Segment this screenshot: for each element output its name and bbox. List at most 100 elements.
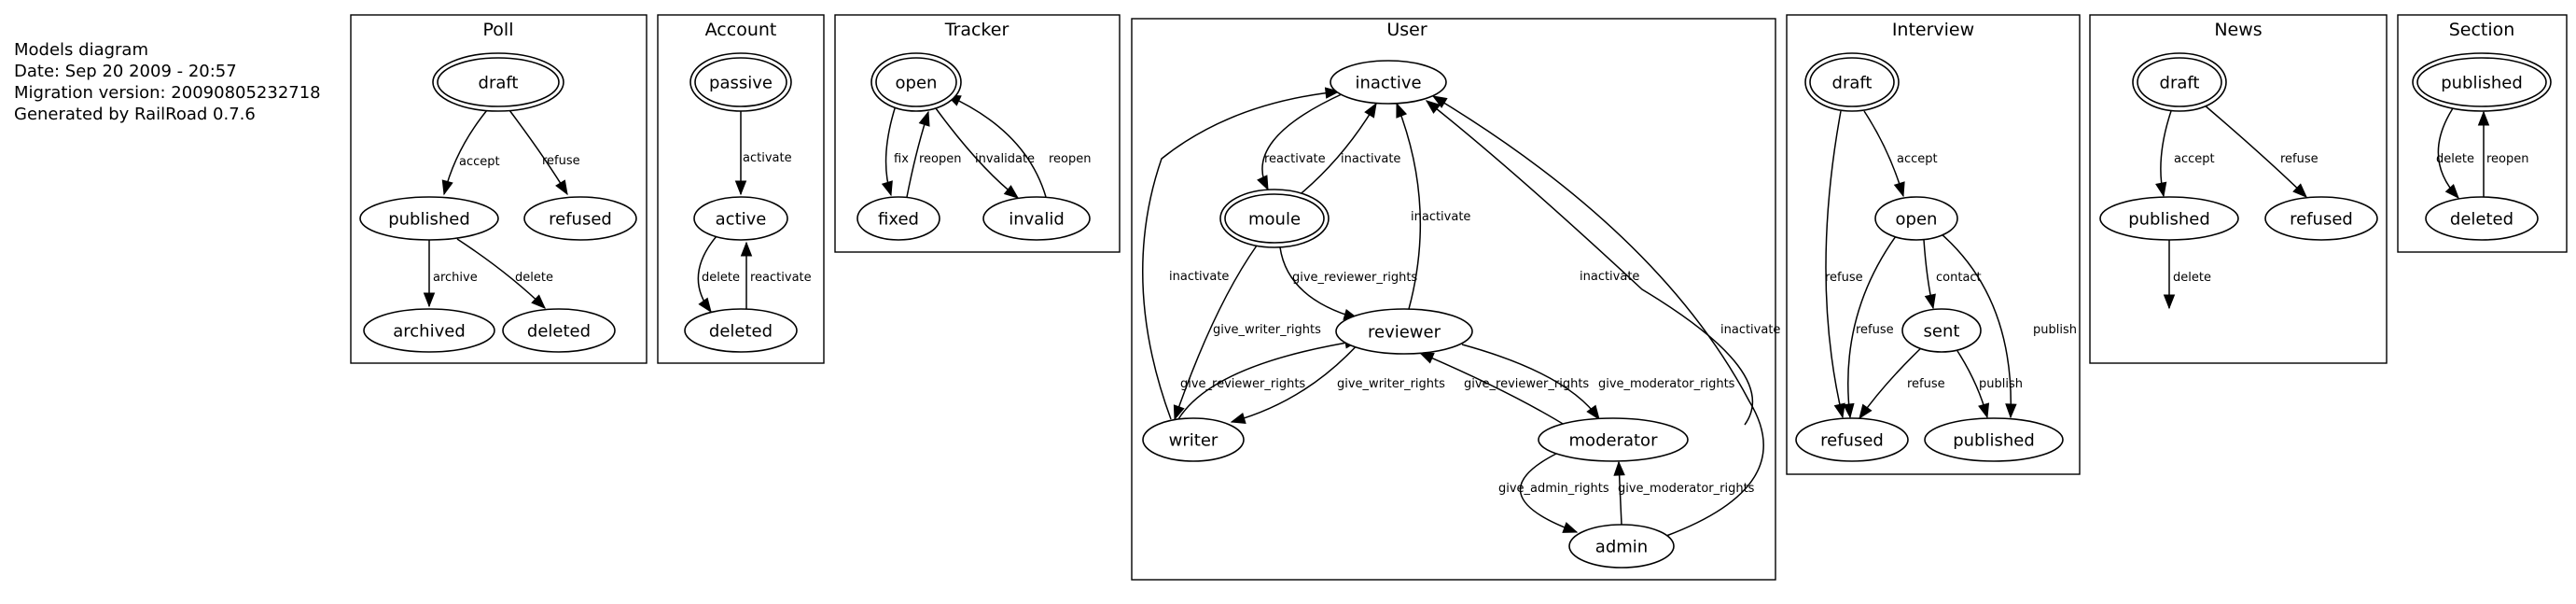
edge-label: publish (1979, 377, 2023, 391)
edge-label: reopen (919, 152, 962, 166)
edge-news-published-deleted: delete (2163, 240, 2211, 310)
edge-label: give_reviewer_rights (1292, 271, 1417, 285)
state-node-published: published (1924, 417, 2064, 462)
edge-arrowhead (1418, 352, 1435, 364)
cluster-interview-frame (1786, 14, 2081, 475)
initial-state-ring (437, 57, 560, 107)
edge-label: delete (515, 271, 553, 285)
cluster-poll-frame (350, 14, 647, 364)
edge-user-moderator-inactive: inactivate (1425, 100, 1754, 426)
state-node-writer: writer (1142, 417, 1245, 462)
state-ellipse (1538, 417, 1689, 462)
edge-arrowhead (734, 180, 747, 196)
edge-arrowhead (881, 180, 893, 197)
edge-label: give_writer_rights (1213, 323, 1321, 337)
state-label: published (388, 210, 470, 230)
edge-line (946, 94, 1047, 198)
edge-label: contact (1936, 271, 1982, 285)
state-node-open: open (1874, 196, 1958, 241)
edge-arrowhead (1173, 404, 1185, 421)
state-ellipse (1330, 60, 1447, 105)
initial-state-ring (2137, 57, 2222, 107)
edge-label: inactivate (1720, 323, 1780, 337)
state-ellipse (2099, 196, 2239, 241)
state-label: refused (1820, 431, 1884, 451)
initial-state-ring (875, 57, 957, 107)
edge-arrowhead (740, 241, 753, 257)
edge-label: refuse (542, 154, 580, 168)
edge-label: reactivate (750, 271, 812, 285)
edge-poll-published-deleted: delete (456, 238, 553, 309)
state-ellipse (982, 196, 1091, 241)
edge-user-inactive-moule: reactivate (1257, 92, 1344, 191)
state-ellipse (1901, 308, 1982, 353)
cluster-user-frame (1131, 18, 1776, 581)
state-label: refused (2290, 210, 2353, 230)
edge-arrowhead (1003, 185, 1020, 199)
state-ellipse (1874, 196, 1958, 241)
state-label: refused (549, 210, 612, 230)
state-node-refused: refused (2264, 196, 2378, 241)
edge-label: accept (1897, 152, 1938, 166)
state-label: sent (1924, 322, 1960, 342)
cluster-user-title: User (1386, 20, 1427, 40)
cluster-account-title: Account (705, 20, 777, 40)
edge-label: publish (2033, 323, 2077, 337)
state-ellipse (2264, 196, 2378, 241)
edge-label: give_reviewer_rights (1180, 377, 1305, 391)
state-label: moule (1248, 210, 1301, 230)
state-label: draft (479, 74, 519, 93)
state-label: reviewer (1368, 323, 1441, 343)
edge-user-moule-writer: give_writer_rights (1173, 245, 1321, 421)
info-generator: Generated by RailRoad 0.7.6 (14, 105, 256, 124)
state-ellipse (363, 308, 495, 353)
state-node-draft: draft (2132, 52, 2227, 112)
edge-line (1296, 103, 1377, 198)
edge-arrowhead (2005, 403, 2017, 419)
state-ellipse (1795, 417, 1909, 462)
edge-arrowhead (1396, 102, 1408, 119)
state-label: deleted (2450, 210, 2513, 230)
edge-label: inactivate (1580, 270, 1639, 284)
state-node-passive: passive (689, 52, 792, 112)
state-node-active: active (693, 196, 788, 241)
edge-interview-open-refused: refuse (1843, 235, 1897, 419)
edge-arrowhead (2444, 184, 2459, 200)
edge-arrowhead (1978, 402, 1990, 419)
edge-label: refuse (1825, 271, 1863, 285)
edge-arrowhead (918, 110, 930, 127)
edge-label: accept (459, 155, 500, 169)
edge-line (1279, 246, 1358, 319)
info-date: Date: Sep 20 2009 - 20:57 (14, 62, 237, 81)
state-node-draft: draft (432, 52, 564, 112)
edge-label: refuse (1856, 323, 1894, 337)
edge-user-admin-inactive: inactivate (1431, 95, 1780, 537)
edge-line (1396, 103, 1422, 310)
state-label: invalid (1009, 210, 1065, 230)
cluster-poll-title: Poll (483, 20, 514, 40)
info-title: Models diagram (14, 40, 148, 60)
initial-state-ring (1224, 193, 1325, 244)
state-node-archived: archived (363, 308, 495, 353)
edge-line (1142, 91, 1340, 420)
state-label: deleted (709, 322, 773, 342)
edge-line (1825, 110, 1844, 418)
state-node-published: published (2412, 52, 2552, 112)
edge-line (1261, 92, 1344, 190)
edge-arrowhead (1586, 404, 1600, 421)
state-label: published (2128, 210, 2210, 230)
edge-line (1177, 340, 1359, 420)
state-label: fixed (878, 210, 919, 230)
edge-news-draft-refused: refuse (2203, 104, 2318, 198)
edge-label: activate (743, 151, 792, 165)
edge-user-reviewer-inactive: inactivate (1396, 102, 1470, 310)
state-label: open (896, 74, 938, 93)
edge-line (1847, 235, 1897, 418)
cluster-section-frame (2397, 14, 2568, 253)
state-ellipse (1568, 524, 1675, 569)
edge-arrowhead (423, 292, 436, 308)
state-ellipse (359, 196, 499, 241)
